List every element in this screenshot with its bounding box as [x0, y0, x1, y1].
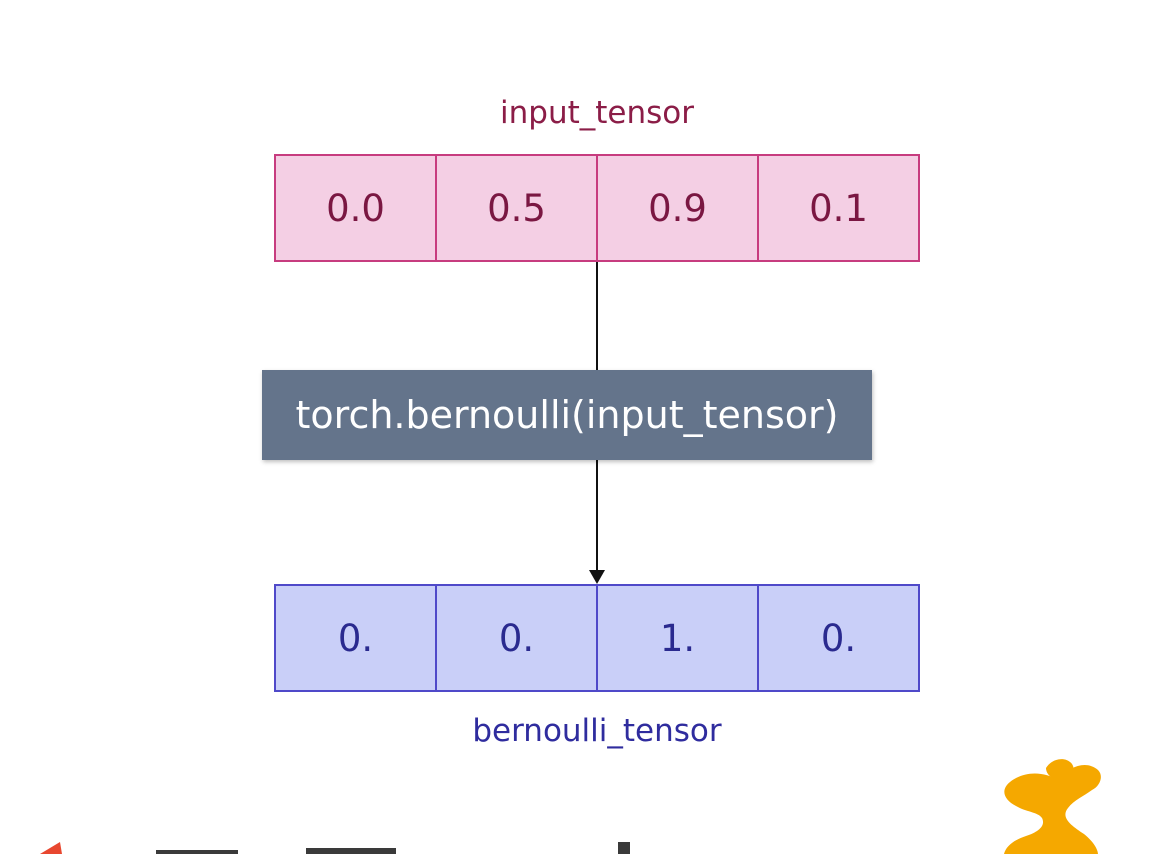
input-cell: 0.5 [437, 154, 598, 262]
logo-red-fragment-icon [40, 842, 62, 854]
input-cell: 0.1 [759, 154, 920, 262]
output-tensor-array: 0. 0. 1. 0. [274, 584, 920, 692]
arrowhead-icon [589, 570, 605, 584]
logo-text-fragment [156, 850, 238, 854]
function-call-box: torch.bernoulli(input_tensor) [262, 370, 872, 460]
output-tensor-label: bernoulli_tensor [472, 713, 722, 749]
input-tensor-array: 0.0 0.5 0.9 0.1 [274, 154, 920, 262]
input-cell: 0.0 [274, 154, 437, 262]
logo-text-fragment [306, 848, 396, 854]
output-cell: 0. [274, 584, 437, 692]
input-tensor-label: input_tensor [500, 95, 694, 131]
output-cell: 0. [437, 584, 598, 692]
output-cell: 0. [759, 584, 920, 692]
mascot-icon [1004, 759, 1101, 854]
output-cell: 1. [598, 584, 759, 692]
logo-text-fragment [618, 842, 630, 854]
input-cell: 0.9 [598, 154, 759, 262]
